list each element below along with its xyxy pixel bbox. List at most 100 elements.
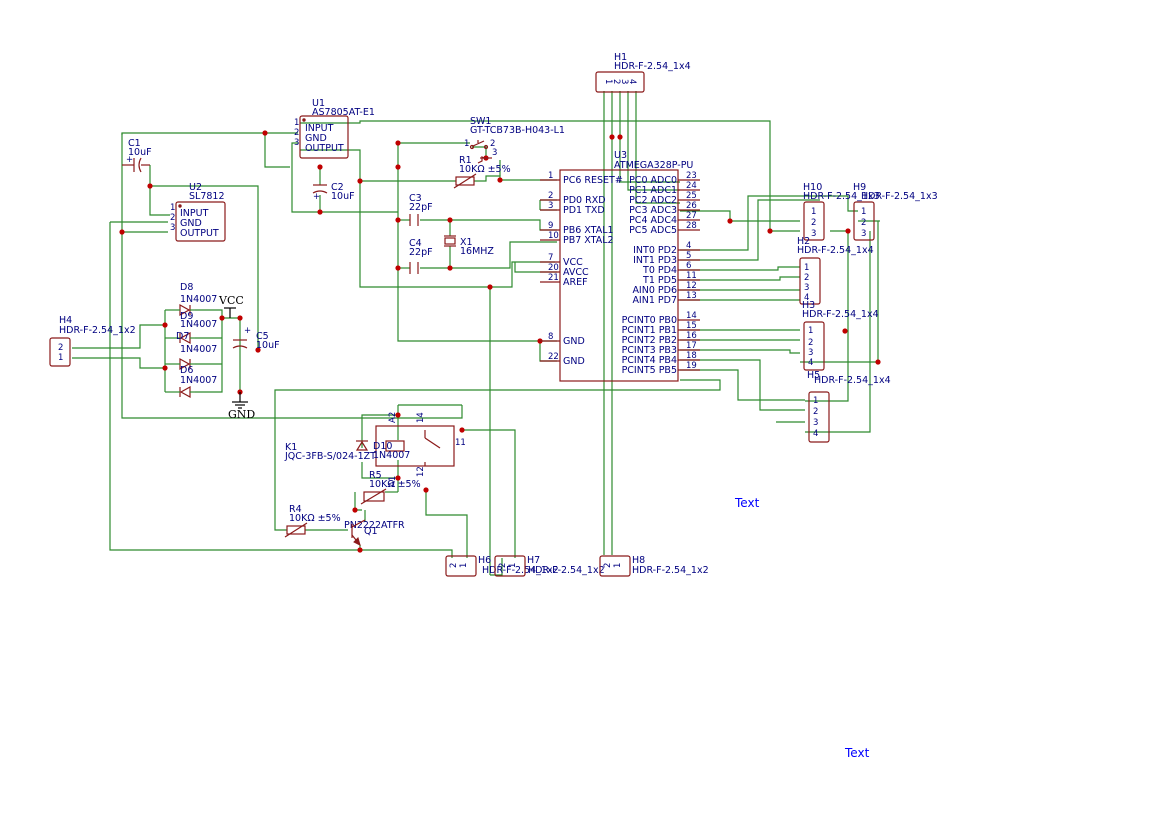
h9-pin-3: 3 (861, 229, 866, 239)
header-h2: H2 HDR-F-2.54_1x4 1 2 3 4 (797, 236, 874, 305)
h3-pin-4: 4 (808, 358, 813, 368)
u3-pin-name-5: INT1 PD3 (633, 255, 677, 266)
u3-pin-num-26: 26 (686, 201, 697, 211)
sw1-value: GT-TCB73B-H043-L1 (470, 125, 565, 136)
u3-pin-num-14: 14 (686, 311, 697, 321)
free-text-1: Text (734, 496, 760, 510)
r1-ref: R1 (459, 155, 472, 166)
vcc-label: VCC (218, 294, 244, 307)
k1-pin-11: 11 (455, 438, 466, 448)
r5-value: 10KΩ ±5% (369, 479, 421, 490)
q1-value: PN2222ATFR (344, 520, 405, 531)
k1-pin-a2: A2 (388, 412, 398, 423)
c4-ref: C4 (409, 238, 422, 249)
u3-pin-num-1: 1 (548, 171, 553, 181)
u2-pin-3: 3 (170, 223, 175, 233)
sw1-ref: SW1 (470, 116, 491, 127)
k1-pin-14: 14 (416, 412, 426, 423)
resistor-r1: R1 10KΩ ±5% (453, 155, 511, 189)
u3-pin-num-10: 10 (548, 231, 559, 241)
h10-pin-3: 3 (811, 229, 816, 239)
header-h5: H5 HDR-F-2.54_1x4 1 2 3 4 (807, 370, 891, 443)
h2-pin-1: 1 (804, 263, 809, 273)
u3-pin-name-18: PCINT4 PB4 (622, 355, 677, 366)
x1-value: 16MHZ (460, 246, 494, 257)
header-h1: H1 HDR-F-2.54_1x4 1 2 3 4 (595, 52, 691, 93)
u3-pin-name-17: PCINT3 PB3 (622, 345, 677, 356)
u1-pin-1: 1 (294, 118, 299, 128)
h4-pin-2: 2 (58, 343, 63, 353)
k1-value: JQC-3FB-S/024-1ZT (284, 451, 376, 462)
u3-pin-name-11: T1 PD5 (642, 275, 677, 286)
h4-value: HDR-F-2.54_1x2 (59, 325, 136, 336)
u3-pin-num-8: 8 (548, 332, 553, 342)
h9-value: HDR-F-2.54_1x3 (861, 191, 938, 202)
capacitor-c1: C1 10uF + (122, 138, 152, 173)
h1-pin-2: 2 (611, 79, 621, 84)
u3-pin-num-28: 28 (686, 221, 697, 231)
u3-pin-name-12: AIN0 PD6 (632, 285, 677, 296)
u3-pin-name-2: PD0 RXD (563, 195, 606, 206)
d8-value: 1N4007 (180, 294, 217, 305)
k1-ref: K1 (285, 442, 297, 453)
h5-ref: H5 (807, 370, 820, 381)
sw1-pin-1: 1 (464, 139, 469, 149)
h2-pin-2: 2 (804, 273, 809, 283)
u2-output-label: OUTPUT (180, 228, 219, 239)
u3-pin-num-9: 9 (548, 221, 553, 231)
d9-ref: D9 (180, 311, 193, 322)
u3-pin-num-3: 3 (548, 201, 553, 211)
u3-pin-num-21: 21 (548, 273, 559, 283)
h3-pin-3: 3 (808, 348, 813, 358)
free-text-2: Text (844, 746, 870, 760)
header-h10: H10 HDR-F-2.54_1x3 1 2 3 (803, 182, 880, 241)
gnd-label: GND (228, 408, 255, 421)
capacitor-c2: C2 10uF + (312, 182, 355, 202)
u3-pin-num-15: 15 (686, 321, 697, 331)
u3-pin-num-25: 25 (686, 191, 697, 201)
capacitor-c5: C5 10uF + (232, 326, 280, 351)
u3-pin-name-23: PC0 ADC0 (629, 175, 677, 186)
h10-ref: H10 (803, 182, 822, 193)
diode-d10: D10 1N4007 (355, 440, 410, 461)
u3-pin-name-7: VCC (563, 257, 583, 268)
h2-value: HDR-F-2.54_1x4 (797, 245, 874, 256)
vcc-symbol: VCC (218, 294, 244, 318)
u3-pin-num-24: 24 (686, 181, 697, 191)
u3-pin-num-16: 16 (686, 331, 697, 341)
u1-value: AS7805AT-E1 (312, 107, 375, 118)
regulator-u2: U2 SL7812 1 2 3 INPUT GND OUTPUT (170, 182, 226, 242)
u3-pin-num-11: 11 (686, 271, 697, 281)
r1-value: 10KΩ ±5% (459, 164, 511, 175)
h6-pin-2: 2 (449, 563, 459, 568)
c1-value: 10uF (128, 147, 152, 158)
sw1-pin-2: 2 (490, 139, 495, 149)
diode-bridge: D8 1N4007 D9 1N4007 D7 1N4007 D6 1N4007 (165, 282, 217, 399)
header-h4: H4 HDR-F-2.54_1x2 2 1 (49, 315, 136, 367)
r4-value: 10KΩ ±5% (289, 513, 341, 524)
h7-pin-2: 2 (498, 563, 508, 568)
d6-ref: D6 (180, 365, 193, 376)
r5-ref: R5 (369, 470, 382, 481)
u3-value: ATMEGA328P-PU (614, 160, 693, 171)
h8-ref: H8 (632, 555, 645, 566)
h10-pin-2: 2 (811, 218, 816, 228)
u1-pin-2: 2 (294, 128, 299, 138)
u2-gnd-label: GND (180, 218, 202, 229)
c2-value: 10uF (331, 191, 355, 202)
h7-pin-1: 1 (508, 563, 518, 568)
header-h6: 2 1 H6 HDR-F-2.54_1x2 (445, 555, 559, 577)
u2-pin-2: 2 (170, 213, 175, 223)
u1-input-label: INPUT (305, 123, 334, 134)
d6-value: 1N4007 (180, 375, 217, 386)
h9-ref: H9 (853, 182, 866, 193)
c2-ref: C2 (331, 182, 344, 193)
u3-pin-num-13: 13 (686, 291, 697, 301)
h1-pin-4: 4 (627, 79, 637, 84)
u3-pin-name-16: PCINT2 PB2 (622, 335, 677, 346)
h6-ref: H6 (478, 555, 491, 566)
u1-output-label: OUTPUT (305, 143, 344, 154)
u1-gnd-label: GND (305, 133, 327, 144)
